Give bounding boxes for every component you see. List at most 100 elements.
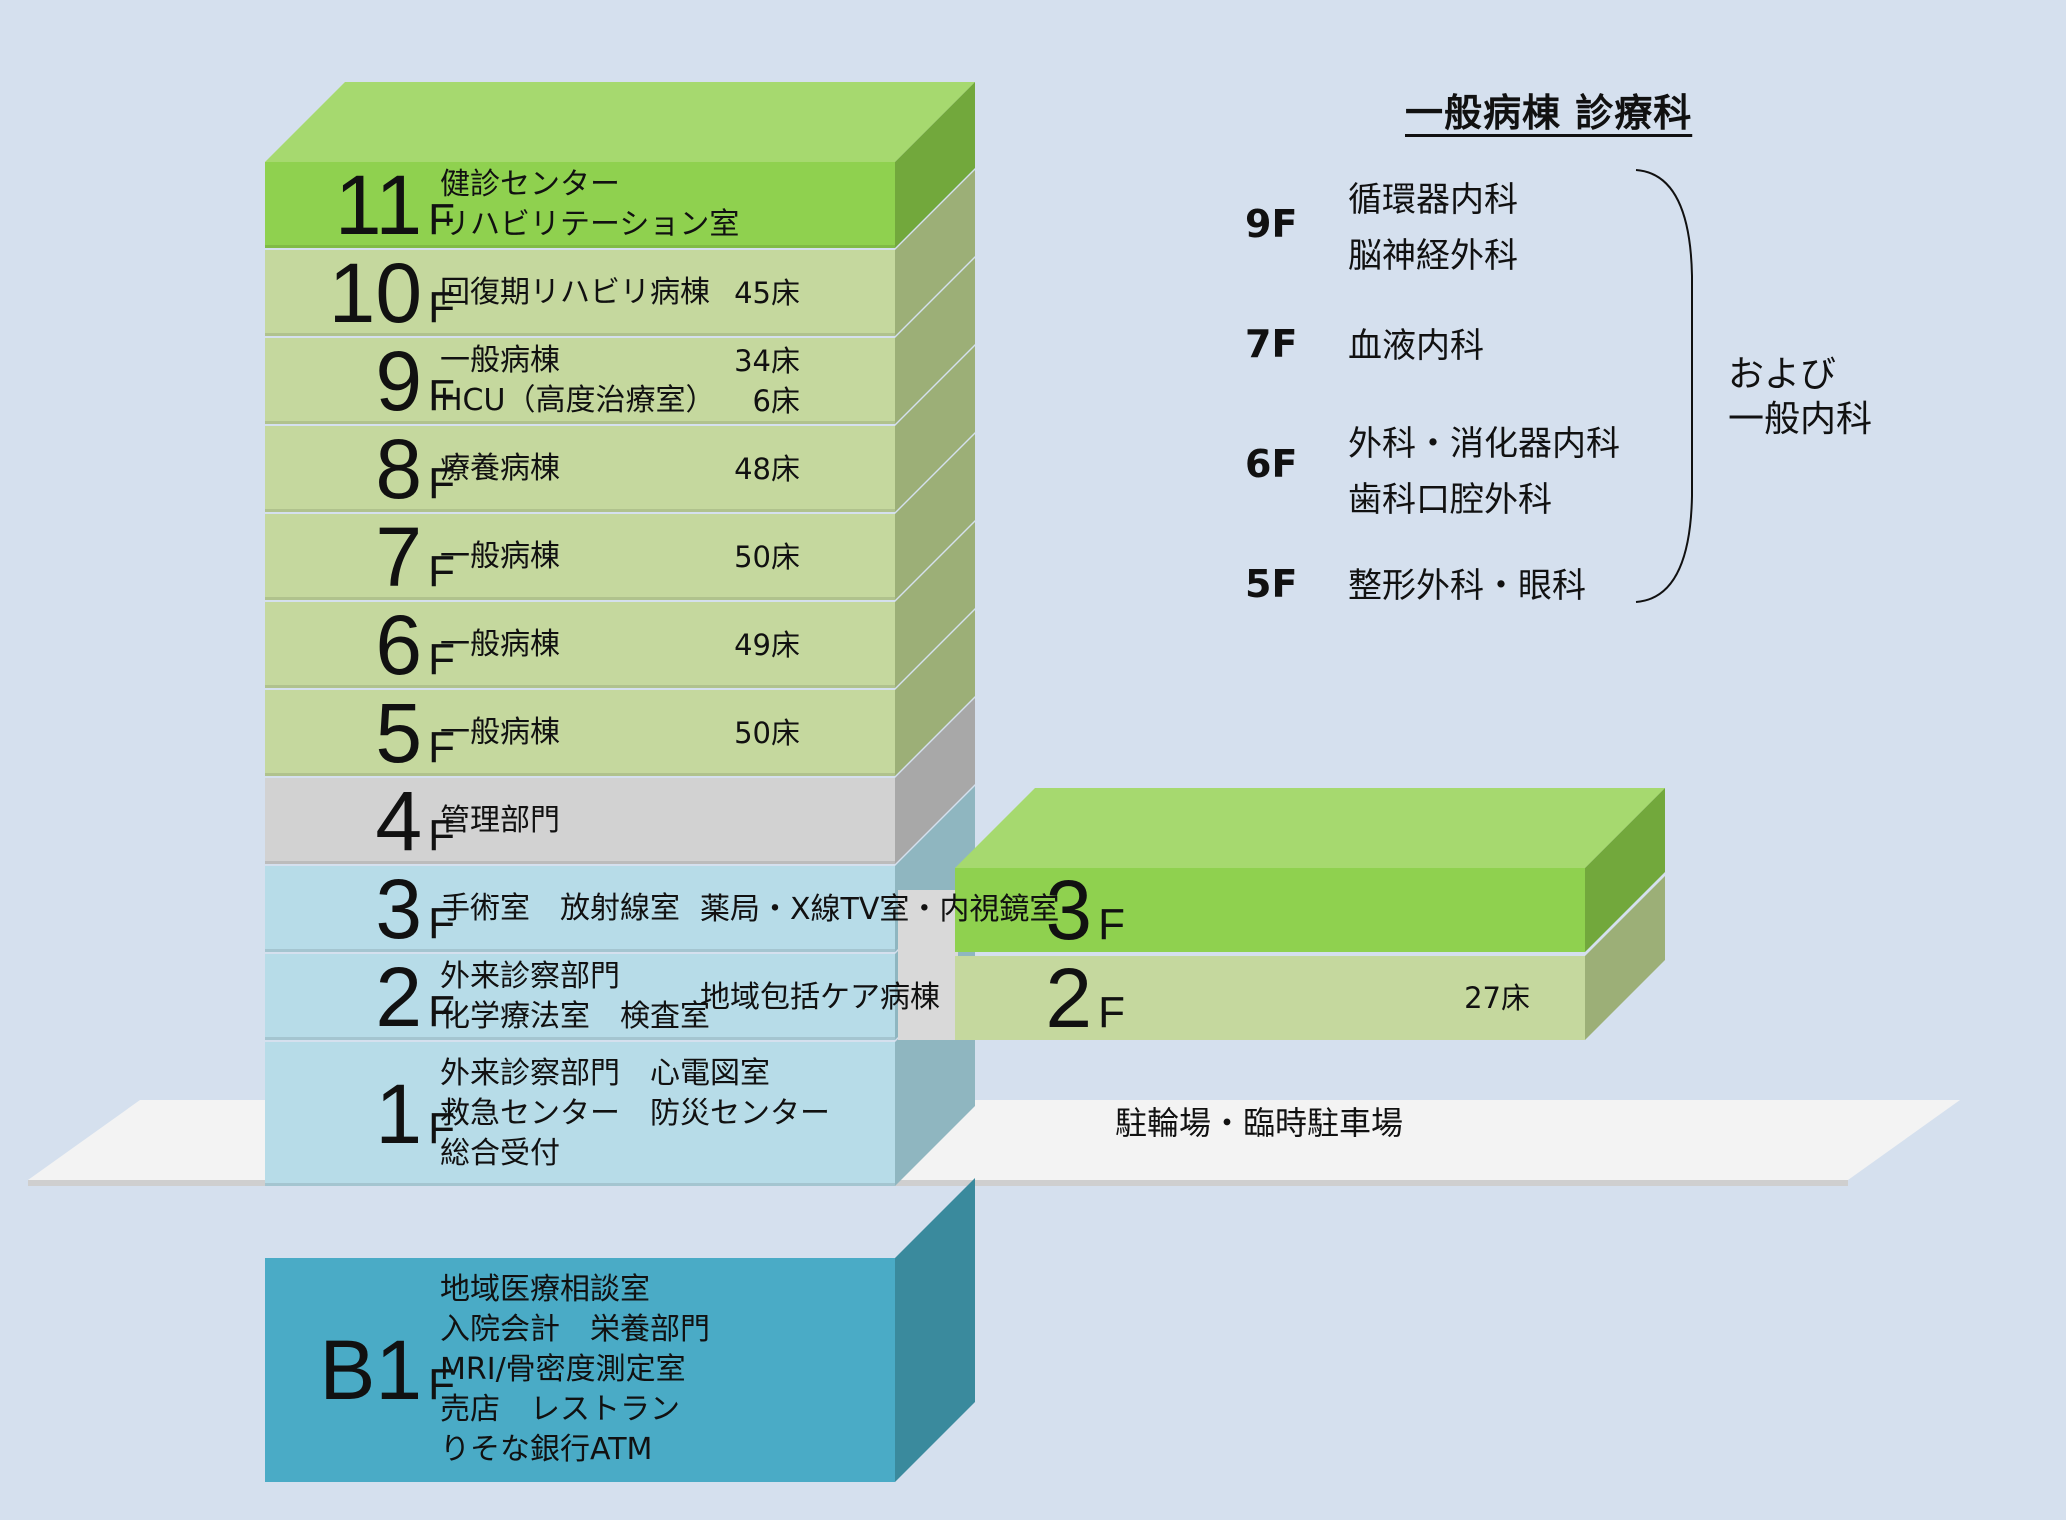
ground-label: 駐輪場・臨時駐車場	[1115, 1104, 1404, 1142]
facility-line: 化学療法室 検査室	[440, 999, 710, 1034]
dept-floor-6f: 6F	[1245, 442, 1298, 486]
floor-number-value: 9	[375, 334, 423, 428]
bed-count-value: 48床	[734, 452, 800, 486]
basement-side	[895, 1178, 975, 1482]
bed-count-value: 27床	[1464, 981, 1530, 1015]
dept-line: 外科・消化器内科	[1348, 424, 1620, 464]
floor-shadow	[265, 597, 895, 600]
floor-block-10f	[265, 250, 895, 336]
right-brace	[1635, 169, 1693, 603]
facility-line: 療養病棟	[440, 451, 560, 486]
dept-note: 一般内科	[1728, 399, 1873, 440]
annex-side	[1585, 788, 1665, 952]
floor-shadow	[265, 1037, 895, 1040]
dept-line: 循環器内科	[1348, 180, 1518, 220]
facility-line: 手術室 放射線室	[440, 891, 680, 926]
floor-block-2f	[265, 954, 895, 1040]
floor-facilities: 地域包括ケア病棟	[700, 956, 940, 1040]
facility-line: 回復期リハビリ病棟	[440, 275, 710, 310]
floor-number-value: 1	[375, 1067, 423, 1161]
dept-line: 血液内科	[1348, 326, 1484, 366]
floor-number-value: 3	[375, 862, 423, 956]
floor-number-unit: F	[428, 1104, 455, 1153]
floor-number-unit: F	[428, 547, 455, 596]
floor-side	[895, 610, 975, 776]
floor-number-unit: F	[428, 899, 455, 948]
bed-count-value: 50床	[734, 716, 800, 750]
floor-number-value: 5	[375, 686, 423, 780]
floor-number-unit: F	[428, 371, 455, 420]
floor-block-8f	[265, 426, 895, 512]
floor-number-value: 2	[1045, 951, 1093, 1045]
facility-line: 地域包括ケア病棟	[700, 980, 940, 1015]
floor-facilities: 療養病棟	[440, 426, 560, 512]
floor-number-unit: F	[428, 1360, 455, 1409]
floor-number-value: 11	[334, 158, 423, 252]
annex-floor-block-2f	[955, 956, 1585, 1040]
floor-facilities: 薬局・X線TV室・内視鏡室	[700, 868, 1059, 952]
facility-line: 健診センター	[440, 167, 620, 202]
floor-side	[895, 434, 975, 600]
annex-roof	[955, 788, 1665, 868]
facility-line: 管理部門	[440, 803, 560, 838]
floor-number-unit: F	[428, 723, 455, 772]
floor-number-unit: F	[428, 195, 455, 244]
floor-block-5f	[265, 690, 895, 776]
roof-top	[265, 82, 975, 162]
floor-number-value: 2	[375, 950, 423, 1044]
floor-block-4f	[265, 778, 895, 864]
dept-line: 脳神経外科	[1348, 236, 1518, 276]
floor-block-3f	[265, 866, 895, 952]
bed-count-value: 50床	[734, 540, 800, 574]
floor-facilities: 外来診察部門 心電図室救急センター 防災センター総合受付	[440, 1042, 830, 1186]
facility-line: 入院会計 栄養部門	[440, 1312, 710, 1347]
floor-shadow	[265, 861, 895, 864]
floor-side	[895, 698, 975, 864]
floor-facilities: 健診センターリハビリテーション室	[440, 162, 739, 248]
dept-line: 歯科口腔外科	[1348, 480, 1552, 520]
floor-number-unit: F	[428, 283, 455, 332]
bed-count: 27床	[1370, 956, 1530, 1040]
dept-line: 整形外科・眼科	[1348, 566, 1586, 606]
bed-count: 50床	[640, 690, 800, 776]
dept-floor-9f: 9F	[1245, 202, 1298, 246]
bed-count-value: 34床	[734, 344, 800, 378]
floor-facilities: 手術室 放射線室	[440, 866, 680, 952]
floor-shadow	[265, 949, 895, 952]
floor-facilities: 管理部門	[440, 778, 560, 864]
facility-line: 外来診察部門	[440, 959, 620, 994]
floor-shadow	[265, 245, 895, 248]
floor-number-value: 6	[375, 598, 423, 692]
facility-line: 薬局・X線TV室・内視鏡室	[700, 892, 1060, 927]
floor-block-11f	[265, 162, 895, 248]
floor-number-value: B1	[319, 1323, 423, 1417]
facility-line: 一般病棟	[440, 539, 560, 574]
annex-side	[1585, 876, 1665, 1040]
floor-number-value: 8	[375, 422, 423, 516]
dept-note: および	[1728, 354, 1837, 395]
floor-number-unit: F	[1098, 900, 1125, 949]
facility-line: 一般病棟	[440, 343, 560, 378]
bed-count-value: 49床	[734, 628, 800, 662]
floor-number-value: 7	[375, 510, 423, 604]
bed-count-value: 45床	[734, 276, 800, 310]
bed-count-value: 6床	[752, 384, 800, 418]
facility-line: HCU（高度治療室）	[440, 383, 716, 418]
floor-side	[895, 170, 975, 336]
floor-block-1f	[265, 1042, 895, 1186]
floor-shadow	[265, 685, 895, 688]
